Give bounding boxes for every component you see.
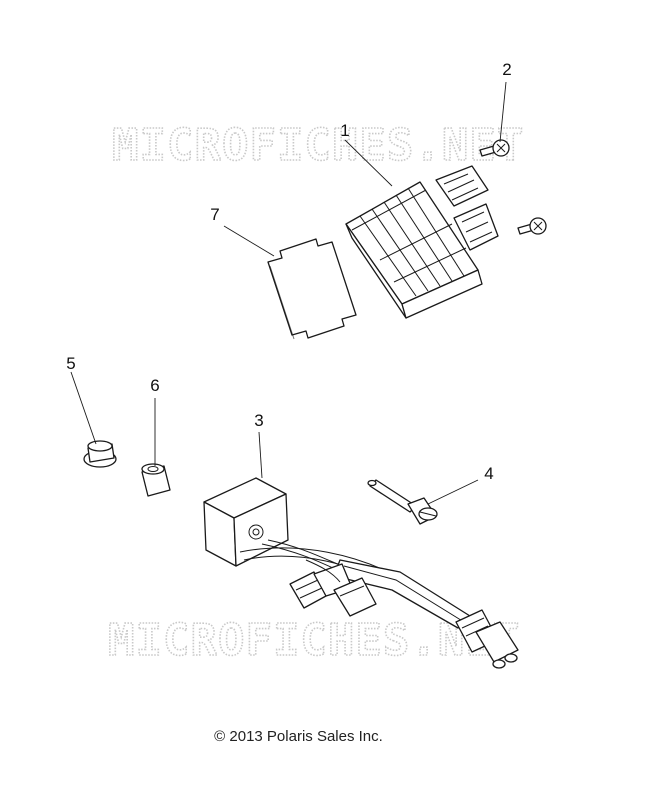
- callout-3: 3: [254, 411, 263, 430]
- callout-6: 6: [150, 376, 159, 395]
- copyright-text: © 2013 Polaris Sales Inc.: [214, 728, 383, 745]
- flange-nut-drawing: [83, 440, 117, 468]
- voltage-regulator-drawing: [345, 165, 499, 319]
- harness-module-drawing: [203, 477, 519, 669]
- spacer-drawing: [141, 463, 171, 497]
- callout-2: 2: [502, 60, 511, 79]
- leader-lines: [70, 81, 507, 505]
- callout-5: 5: [66, 354, 75, 373]
- screw-drawing-upper: [479, 139, 510, 157]
- bolt-drawing: [367, 479, 438, 525]
- callout-1: 1: [340, 121, 349, 140]
- thermal-pad-drawing: [267, 238, 357, 340]
- screw-drawing-lower: [517, 217, 547, 235]
- watermark-top: MICROFICHES.NET: [112, 120, 524, 171]
- callout-7: 7: [210, 205, 219, 224]
- callout-4: 4: [484, 464, 493, 483]
